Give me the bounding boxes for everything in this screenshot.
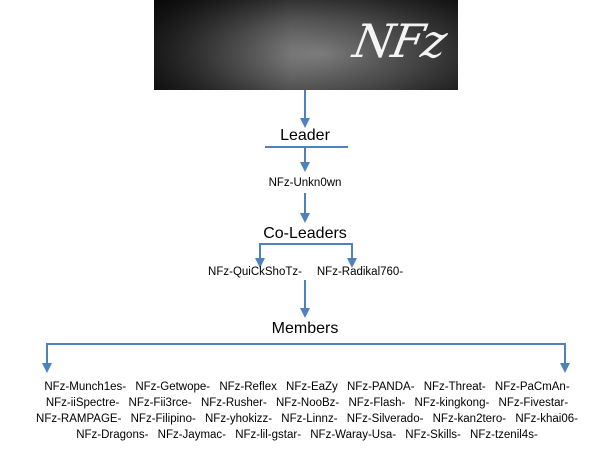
member-name: NFz-kingkong-	[414, 397, 490, 409]
member-name: NFz-NooBz-	[275, 397, 340, 409]
leader-name: NFz-Unkn0wn	[268, 177, 342, 189]
member-name: NFz-Rusher-	[200, 397, 267, 409]
member-name: NFz-Waray-Usa-	[310, 429, 397, 441]
member-name: NFz-Flash-	[348, 397, 406, 409]
coleader-name: NFz-QuiCkShoTz-	[208, 266, 302, 278]
member-row: NFz-Dragons- NFz-Jaymac- NFz-lil-gstar- …	[0, 429, 614, 441]
member-name: NFz-Dragons-	[76, 429, 149, 441]
clan-banner-image: NFz	[154, 0, 458, 90]
banner-soldier-silhouette	[154, 0, 458, 90]
members-heading: Members	[271, 320, 339, 337]
connector-coleaders-split	[259, 243, 353, 262]
member-row: NFz-iiSpectre- NFz-Fii3rce- NFz-Rusher- …	[0, 397, 614, 409]
member-name: NFz-EaZy	[286, 381, 338, 393]
member-name: NFz-Linnz-	[281, 413, 338, 425]
member-row: NFz-Munch1es- NFz-Getwope- NFz-Reflex NF…	[0, 381, 614, 393]
member-name: NFz-Getwope-	[135, 381, 211, 393]
member-name: NFz-Silverado-	[346, 413, 424, 425]
member-name: NFz-RAMPAGE-	[36, 413, 122, 425]
member-name: NFz-Fii3rce-	[128, 397, 192, 409]
member-name: NFz-iiSpectre-	[45, 397, 120, 409]
member-name: NFz-PaCmAn-	[494, 381, 570, 393]
member-name: NFz-Jaymac-	[157, 429, 227, 441]
member-name: NFz-Threat-	[423, 381, 486, 393]
coleader-name: NFz-Radikal760-	[316, 266, 404, 278]
member-row: NFz-RAMPAGE- NFz-Filipino- NFz-yhokizz- …	[0, 413, 614, 425]
member-name: NFz-yhokizz-	[205, 413, 273, 425]
member-name: NFz-tzenil4s-	[470, 429, 538, 441]
member-name: NFz-kan2tero-	[432, 413, 507, 425]
member-name: NFz-lil-gstar-	[235, 429, 302, 441]
member-name: NFz-Munch1es-	[44, 381, 127, 393]
member-name: NFz-Reflex	[219, 381, 277, 393]
member-name: NFz-Filipino-	[130, 413, 196, 425]
member-name: NFz-Fivestar-	[498, 397, 569, 409]
member-name: NFz-PANDA-	[347, 381, 415, 393]
banner-logo: NFz	[349, 14, 450, 68]
leader-heading: Leader	[280, 127, 330, 144]
coleaders-heading: Co-Leaders	[263, 225, 347, 242]
member-name: NFz-khai06-	[515, 413, 578, 425]
connector-members-split	[46, 343, 566, 366]
member-name: NFz-Skills-	[405, 429, 461, 441]
